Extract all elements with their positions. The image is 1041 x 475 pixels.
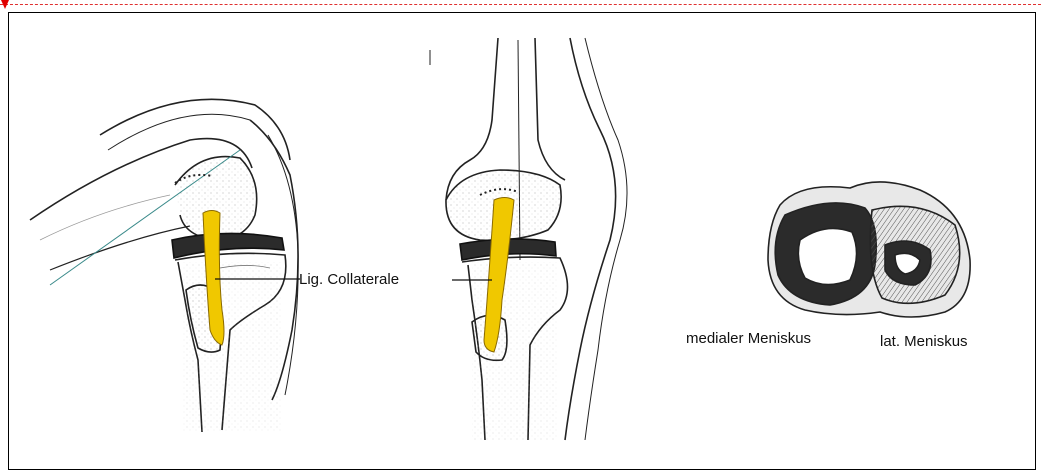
middle-extended-knee (430, 38, 627, 440)
left-flexed-knee (30, 99, 298, 432)
lateral-meniscus-label: lat. Meniskus (880, 333, 968, 350)
medial-meniscus-label: medialer Meniskus (686, 330, 811, 347)
menisci-top-view (768, 182, 970, 317)
collateral-ligament-label: Lig. Collaterale (299, 271, 399, 288)
